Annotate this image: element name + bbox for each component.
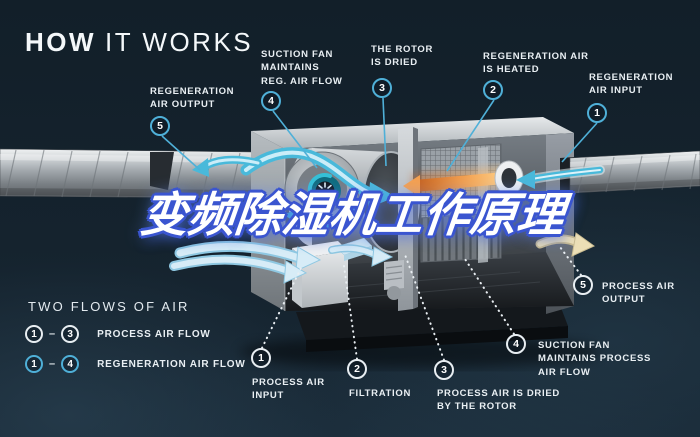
legend-badge-4: 4 <box>61 355 80 373</box>
chinese-title-banner: 变频除湿机工作原理 <box>138 188 567 243</box>
fan-curl-arrow <box>284 201 357 229</box>
callout-badge-reg-2: 2 <box>483 80 503 100</box>
regeneration-output-arrow <box>192 155 262 177</box>
machine-base <box>296 300 568 340</box>
process-output-arrow <box>535 232 595 257</box>
legend-badge-3: 3 <box>61 325 80 343</box>
compressor-unit <box>384 260 404 300</box>
heater-flow-arrowhead <box>403 175 420 197</box>
label-filtration: FILTRATION <box>349 388 412 399</box>
legend-label-process: PROCESS AIR FLOW <box>97 328 211 340</box>
legend-row-process: 1 – 3 PROCESS AIR FLOW <box>25 325 211 343</box>
leader-lines-process <box>261 246 582 361</box>
legend-badge-1: 1 <box>25 325 43 343</box>
label-regeneration-air-heated: REGENERATION AIR IS HEATED <box>483 51 589 76</box>
fan-starburst <box>316 182 334 200</box>
legend-badge-1b: 1 <box>25 355 43 373</box>
callout-badge-proc-5: 5 <box>573 275 593 295</box>
legend-dash: – <box>49 328 56 340</box>
left-spiral-duct <box>0 148 253 199</box>
airflow-arrows <box>169 147 605 284</box>
callout-badge-proc-2: 2 <box>347 359 367 379</box>
callout-badge-reg-4: 4 <box>261 91 281 111</box>
cabinet-floor <box>285 252 574 311</box>
callout-badge-proc-4: 4 <box>506 334 526 354</box>
page-title: HOW IT WORKS <box>25 27 253 58</box>
right-spiral-duct <box>569 150 700 194</box>
label-suction-fan-reg: SUCTION FAN MAINTAINS REG. AIR FLOW <box>261 49 343 87</box>
legend-label-regeneration: REGENERATION AIR FLOW <box>97 358 246 370</box>
title-word-how: HOW <box>25 27 97 57</box>
label-process-air-input: PROCESS AIR INPUT <box>252 377 325 402</box>
regeneration-heater <box>403 166 506 198</box>
label-process-air-output: PROCESS AIR OUTPUT <box>602 281 675 306</box>
callout-badge-proc-3: 3 <box>434 360 454 380</box>
leader-lines-regeneration <box>161 97 598 172</box>
regeneration-input-arrow <box>516 165 605 189</box>
label-process-air-dried: PROCESS AIR IS DRIED BY THE ROTOR <box>437 388 560 413</box>
legend-dash-2: – <box>49 358 56 370</box>
callout-badge-reg-5: 5 <box>150 116 170 136</box>
title-word-it-works: IT WORKS <box>105 27 254 57</box>
process-air-sweep-arrow <box>240 147 396 208</box>
callout-badge-proc-1: 1 <box>251 348 271 368</box>
label-regeneration-air-input: REGENERATION AIR INPUT <box>589 72 674 97</box>
label-suction-fan-process: SUCTION FAN MAINTAINS PROCESS AIR FLOW <box>538 340 652 378</box>
callout-badge-reg-1: 1 <box>587 103 607 123</box>
legend-title: TWO FLOWS OF AIR <box>28 299 190 314</box>
legend-row-regeneration: 1 – 4 REGENERATION AIR FLOW <box>25 355 246 373</box>
callout-badge-reg-3: 3 <box>372 78 392 98</box>
process-input-ribbons <box>169 240 394 284</box>
label-rotor-is-dried: THE ROTOR IS DRIED <box>371 44 434 69</box>
label-regeneration-air-output: REGENERATION AIR OUTPUT <box>150 86 235 111</box>
duct-outlet-notch <box>150 152 174 190</box>
machine-body <box>240 117 600 368</box>
